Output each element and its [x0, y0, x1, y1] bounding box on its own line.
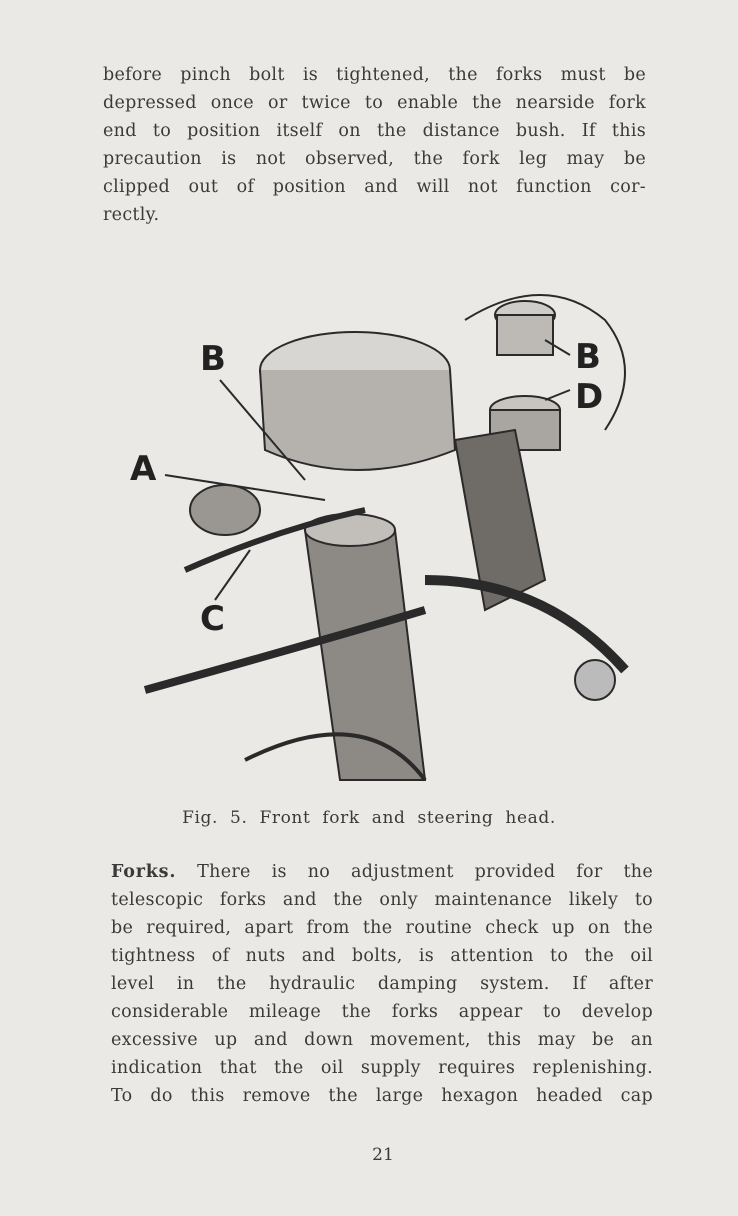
text-line: Forks. There is no adjustment provided f…: [111, 858, 653, 886]
page-number: 21: [372, 1145, 394, 1165]
text-line: To do this remove the large hexagon head…: [111, 1086, 653, 1106]
text-line: depressed once or twice to enable the ne…: [103, 93, 646, 113]
label-d: D: [575, 377, 603, 417]
inset-circle-arc: [464, 294, 626, 431]
text-line: before pinch bolt is tightened, the fork…: [103, 65, 646, 85]
front-fork-illustration: B A C B D: [130, 294, 629, 782]
paragraph-intro: before pinch bolt is tightened, the fork…: [103, 61, 646, 229]
text-line: indication that the oil supply requires …: [111, 1058, 653, 1078]
text-line: tightness of nuts and bolts, is attentio…: [111, 946, 653, 966]
section-heading: Forks.: [111, 862, 177, 882]
text-line: excessive up and down movement, this may…: [111, 1030, 653, 1050]
text-line: end to position itself on the distance b…: [103, 121, 646, 141]
paragraph-forks: Forks. There is no adjustment provided f…: [111, 858, 653, 1110]
text-line: considerable mileage the forks appear to…: [111, 1002, 653, 1022]
label-b-left: B: [200, 339, 226, 379]
figure-caption: Fig. 5. Front fork and steering head.: [182, 808, 556, 828]
text-line: clipped out of position and will not fun…: [103, 177, 646, 197]
text-line: be required, apart from the routine chec…: [111, 918, 653, 938]
text-line: level in the hydraulic damping system. I…: [111, 974, 653, 994]
text-span: There is no adjustment provided for the: [197, 862, 654, 882]
label-b-right: B: [575, 337, 601, 377]
text-line: rectly.: [103, 205, 160, 225]
label-c: C: [200, 599, 225, 639]
label-a: A: [130, 449, 157, 489]
text-line: precaution is not observed, the fork leg…: [103, 149, 646, 169]
text-line: telescopic forks and the only maintenanc…: [111, 890, 653, 910]
